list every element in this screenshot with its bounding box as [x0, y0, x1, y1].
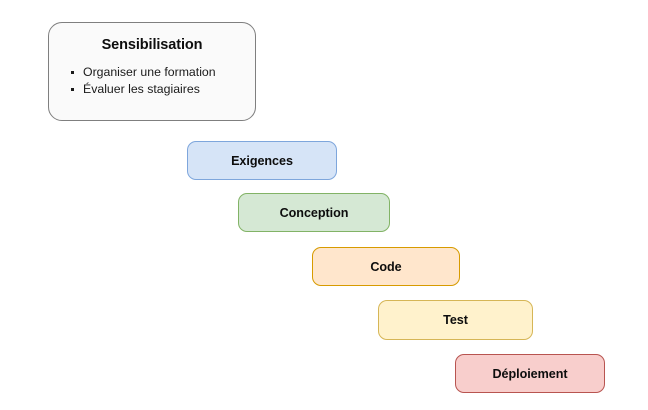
stage-label: Code [370, 259, 402, 274]
stage-label: Déploiement [492, 366, 568, 381]
awareness-bullet-list: Organiser une formation Évaluer les stag… [49, 64, 255, 97]
stage-box-code[interactable]: Code [312, 247, 460, 286]
list-item-label: Évaluer les stagiaires [83, 81, 200, 96]
stage-label: Test [443, 313, 468, 327]
bullet-point-icon [71, 87, 74, 91]
stage-box-deploiement[interactable]: Déploiement [455, 354, 605, 393]
awareness-title: Sensibilisation [101, 37, 203, 53]
bullet-point-icon [71, 71, 74, 74]
stage-box-conception[interactable]: Conception [238, 193, 390, 232]
stage-box-test[interactable]: Test [378, 300, 533, 340]
list-item: Évaluer les stagiaires [71, 81, 255, 98]
awareness-box[interactable]: Sensibilisation Organiser une formation … [48, 22, 256, 121]
stage-label: Exigences [231, 153, 293, 168]
stage-label: Conception [279, 205, 349, 220]
list-item-label: Organiser une formation [83, 65, 216, 79]
list-item: Organiser une formation [71, 64, 255, 81]
stage-box-exigences[interactable]: Exigences [187, 141, 337, 180]
